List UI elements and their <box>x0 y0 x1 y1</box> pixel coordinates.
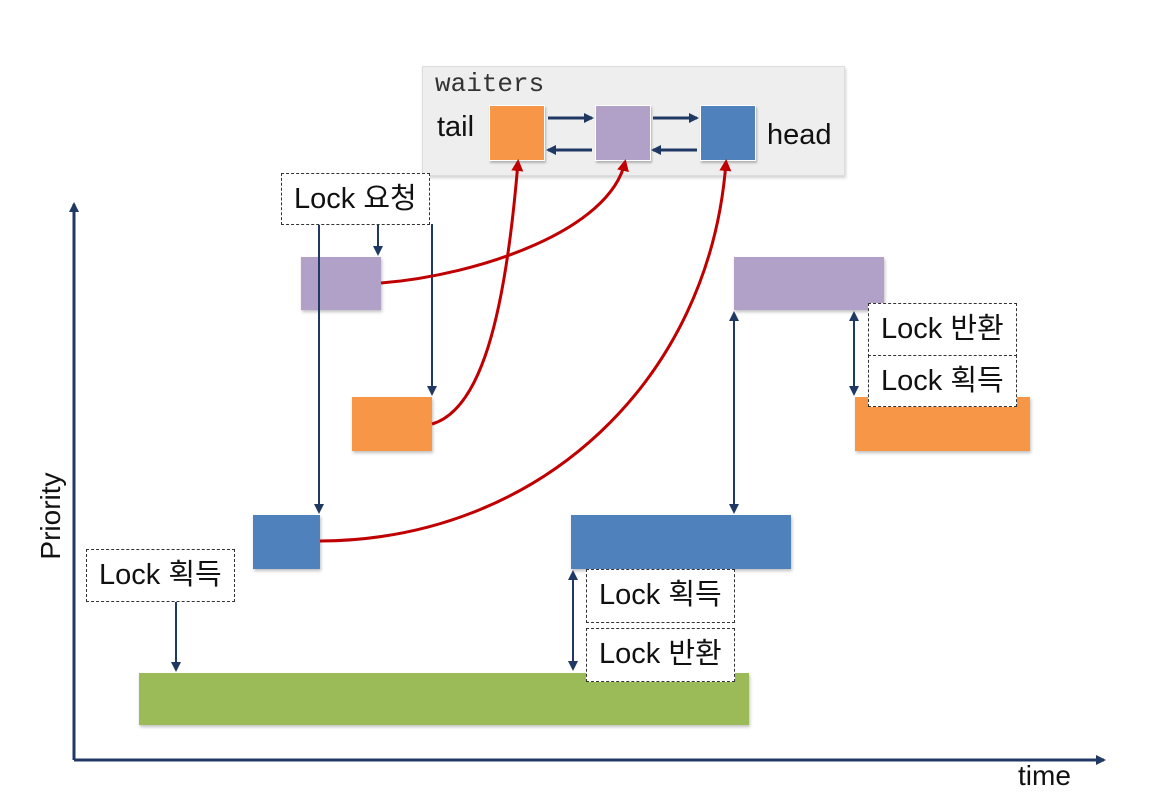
lock-acquire-tag-green: Lock 획득 <box>86 549 235 602</box>
wait-link-orange <box>431 159 524 426</box>
waiters-title: waiters <box>435 69 545 99</box>
x-axis-label: time <box>1018 760 1071 791</box>
orange-thread-bar-1 <box>352 397 432 451</box>
purple-thread-bar-2 <box>734 257 884 310</box>
lock-release-tag-blue: Lock 반환 <box>868 303 1017 357</box>
lock-acquire-tag-blue: Lock 획득 <box>586 569 735 623</box>
lock-acquire-tag-purple: Lock 획득 <box>868 355 1017 407</box>
head-label: head <box>767 119 832 151</box>
blue-thread-bar-1 <box>253 515 320 569</box>
blue-thread-bar-2 <box>571 515 791 569</box>
tail-label: tail <box>437 111 475 143</box>
purple-thread-bar-1 <box>301 257 381 310</box>
y-axis-label: Priority <box>35 472 66 560</box>
wait-link-blue <box>319 159 732 543</box>
wait-link-purple <box>380 159 629 285</box>
queue-node-orange <box>489 105 545 161</box>
waiters-queue-panel: waiters tail head <box>422 66 845 176</box>
lock-request-tag: Lock 요청 <box>281 173 430 225</box>
queue-node-blue <box>700 105 756 161</box>
lock-release-tag-green: Lock 반환 <box>586 628 735 682</box>
